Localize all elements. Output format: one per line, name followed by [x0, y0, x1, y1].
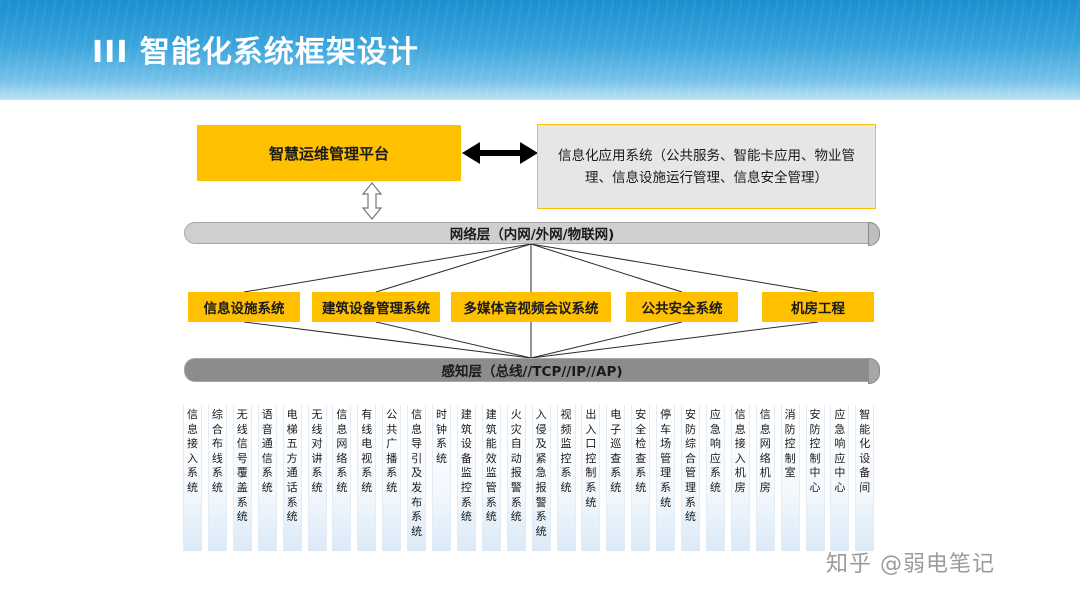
subsystem-label: 建筑能效监管系统: [485, 408, 497, 524]
subsystem-column: 综合布线系统: [207, 405, 227, 551]
subsystem-column: 入侵及紧急报警系统: [531, 405, 551, 551]
subsystem-column: 信息接入机房: [730, 405, 750, 551]
subsystem-column: 公共广播系统: [382, 405, 402, 551]
subsystem-label: 应急响应系统: [709, 408, 721, 494]
subsystem-column: 安防控制中心: [805, 405, 825, 551]
subsystem-label: 安防综合管理系统: [685, 408, 696, 524]
subsystem-column: 出入口控制系统: [581, 405, 601, 551]
subsystem-label: 综合布线系统: [211, 408, 223, 494]
header-banner: III 智能化系统框架设计: [0, 0, 1080, 100]
subsystem-label: 信息导引及发布系统: [411, 408, 423, 538]
info-app-system: 信息化应用系统（公共服务、智能卡应用、物业管理、信息设施运行管理、信息安全管理）: [537, 124, 876, 209]
subsystem-column: 电子巡查系统: [606, 405, 626, 551]
subsystem-label: 无线信号覆盖系统: [236, 408, 248, 524]
subsystem-label: 电子巡查系统: [610, 408, 622, 494]
network-layer-bar: 网络层（内网/外网/物联网): [184, 222, 880, 246]
subsystem-column: 无线信号覆盖系统: [232, 405, 252, 551]
subsystem-column: 视频监控系统: [556, 405, 576, 551]
system-box: 机房工程: [762, 292, 874, 322]
subsystem-label: 信息网络系统: [336, 408, 348, 494]
subsystem-label: 时钟系统: [436, 408, 447, 465]
subsystem-column: 消防控制室: [780, 405, 800, 551]
subsystem-column: 智能化设备间: [855, 405, 875, 551]
subsystem-column: 安全检查系统: [631, 405, 651, 551]
smart-ops-platform: 智慧运维管理平台: [197, 125, 461, 181]
subsystem-column: 应急响应系统: [705, 405, 725, 551]
subsystem-column: 时钟系统: [432, 405, 451, 551]
bidirectional-arrow-icon: [462, 142, 538, 164]
subsystem-label: 视频监控系统: [560, 408, 572, 494]
subsystem-label: 安全检查系统: [635, 408, 647, 494]
subsystem-label: 电梯五方通话系统: [286, 408, 298, 524]
sensing-layer-label: 感知层（总线//TCP//IP//AP): [441, 364, 623, 380]
subsystem-column: 有线电视系统: [357, 405, 377, 551]
network-layer-label: 网络层（内网/外网/物联网): [449, 227, 615, 243]
subsystem-label: 语音通信系统: [261, 408, 273, 494]
subsystem-label: 建筑设备监控系统: [460, 408, 472, 524]
subsystem-column: 信息接入系统: [183, 405, 202, 551]
watermark: 知乎 @弱电笔记: [826, 552, 995, 577]
subsystem-label: 信息接入系统: [187, 408, 198, 494]
subsystem-column: 安防综合管理系统: [681, 405, 700, 551]
subsystem-label: 停车场管理系统: [660, 408, 672, 509]
subsystem-column: 火灾自动报警系统: [506, 405, 526, 551]
system-box: 信息设施系统: [188, 292, 300, 322]
subsystem-label: 入侵及紧急报警系统: [535, 408, 547, 538]
vertical-double-arrow-icon: [361, 182, 383, 220]
subsystem-label: 信息网络机房: [759, 408, 771, 494]
subsystem-label: 出入口控制系统: [585, 408, 597, 509]
subsystem-label: 信息接入机房: [734, 408, 746, 494]
system-box: 公共安全系统: [626, 292, 738, 322]
subsystem-column: 信息导引及发布系统: [407, 405, 427, 551]
subsystem-column: 建筑设备监控系统: [456, 405, 476, 551]
subsystem-label: 有线电视系统: [361, 408, 373, 494]
subsystem-column: 应急响应中心: [830, 405, 850, 551]
subsystem-label: 无线对讲系统: [311, 408, 323, 494]
system-box: 多媒体音视频会议系统: [451, 292, 611, 322]
subsystem-column: 信息网络机房: [755, 405, 775, 551]
subsystem-column: 信息网络系统: [332, 405, 352, 551]
subsystem-label: 智能化设备间: [859, 408, 871, 494]
page-title: III 智能化系统框架设计: [92, 35, 419, 70]
system-box: 建筑设备管理系统: [312, 292, 440, 322]
subsystem-column: 停车场管理系统: [656, 405, 676, 551]
subsystem-column: 无线对讲系统: [307, 405, 327, 551]
subsystem-label: 消防控制室: [784, 408, 796, 480]
subsystem-column: 建筑能效监管系统: [481, 405, 501, 551]
subsystem-label: 安防控制中心: [809, 408, 821, 494]
subsystem-column: 语音通信系统: [257, 405, 277, 551]
subsystem-columns: 信息接入系统 综合布线系统 无线信号覆盖系统 语音通信系统 电梯五方通话系统 无线对讲系统…: [183, 405, 885, 551]
subsystem-label: 应急响应中心: [834, 408, 846, 494]
subsystem-label: 公共广播系统: [386, 408, 398, 494]
subsystem-label: 火灾自动报警系统: [510, 408, 522, 524]
subsystem-column: 电梯五方通话系统: [282, 405, 302, 551]
sensing-layer-bar: 感知层（总线//TCP//IP//AP): [184, 358, 880, 384]
network-fan-lines: [243, 243, 819, 293]
sensing-fan-lines: [243, 321, 819, 359]
